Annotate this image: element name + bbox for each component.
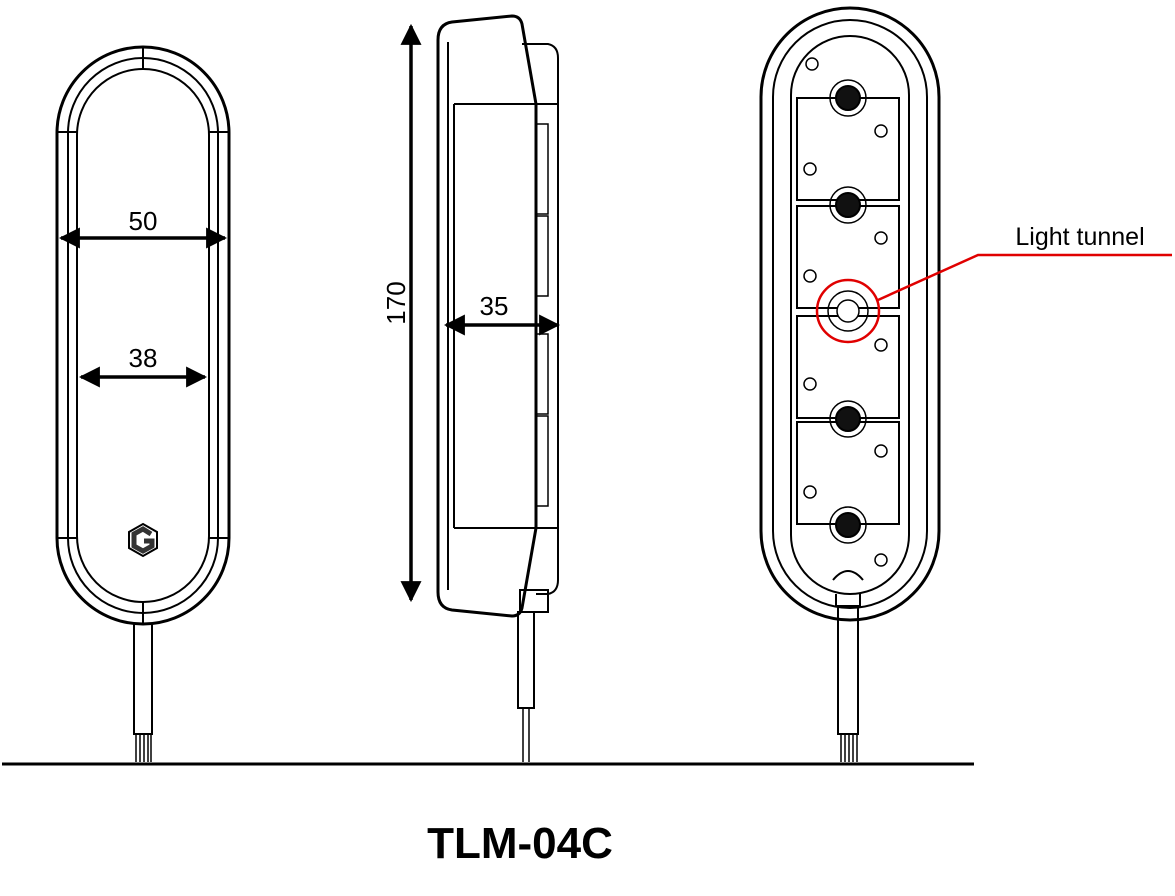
light-tunnel-icon: [827, 290, 869, 332]
screw-icon: [829, 506, 867, 544]
screw-icon: [829, 186, 867, 224]
rear-pad-1: [796, 97, 900, 201]
dimension-label-depth: 35: [480, 291, 509, 321]
side-back-plate: [522, 43, 559, 595]
rear-mount-plate: [790, 35, 910, 595]
dimension-label-inner-width: 38: [129, 343, 158, 373]
model-title: TLM-04C: [427, 819, 613, 868]
front-view: 50 38: [55, 45, 231, 762]
light-tunnel-leader-line: [877, 253, 1172, 302]
side-cable: [517, 611, 535, 709]
rear-view: Light tunnel: [759, 6, 1172, 762]
front-cable: [133, 623, 153, 735]
screw-icon: [829, 79, 867, 117]
rear-outer-shell: [759, 6, 941, 622]
screw-icon: [829, 400, 867, 438]
rear-pad-2: [796, 205, 900, 309]
front-lens: [76, 68, 210, 603]
side-body-outline: [436, 14, 538, 618]
brand-logo-icon: [128, 522, 158, 558]
dimension-label-height: 170: [381, 281, 411, 324]
light-tunnel-callout-circle: [815, 278, 881, 344]
rear-cable: [837, 605, 859, 735]
dimension-label-outer-width: 50: [129, 206, 158, 236]
rear-inner-shell: [772, 19, 928, 609]
side-view: 170 35: [381, 14, 561, 762]
light-tunnel-label: Light tunnel: [1015, 223, 1144, 251]
